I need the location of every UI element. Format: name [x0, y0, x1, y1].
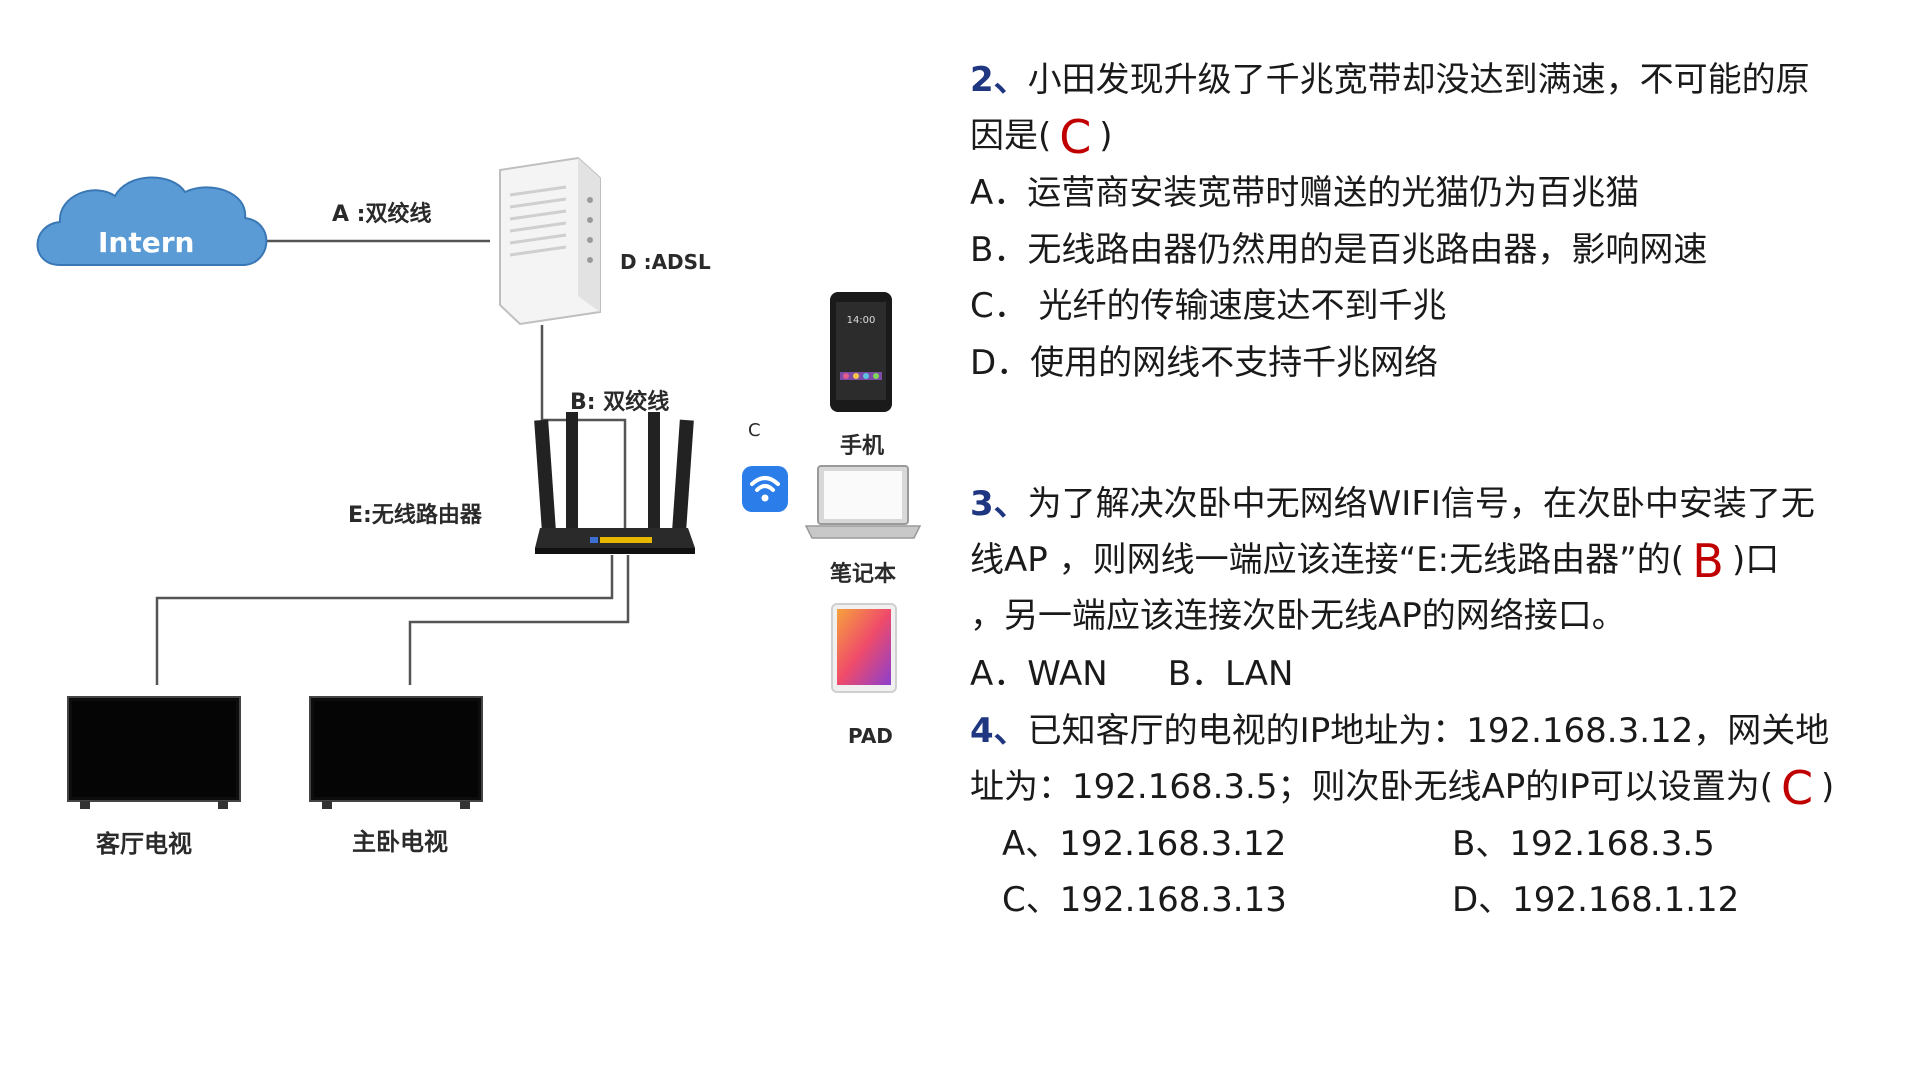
link-a-label: A :双绞线 [332, 202, 432, 227]
q2-text: 小田发现升级了千兆宽带却没达到满速，不可能的原 [1027, 60, 1810, 100]
connection-lines [155, 239, 630, 685]
q4-prompt: 址为：192.168.3.5；则次卧无线AP的IP可以设置为( [970, 767, 1774, 807]
q4-options-row2: C、192.168.3.13 D、192.168.1.12 [1002, 872, 1739, 928]
q3-options: A．WAN B．LAN [970, 646, 1293, 702]
q2-close-paren: ) [1099, 116, 1113, 156]
diagram-graphics: 14:00 [36, 156, 922, 809]
q3-close-paren: )口 [1732, 540, 1780, 580]
q4-line1: 4、已知客厅的电视的IP地址为：192.168.3.12，网关地 [970, 703, 1829, 759]
link-b-line [540, 325, 627, 530]
q4-number: 4、 [970, 711, 1028, 751]
q4-option-d: D、192.168.1.12 [1452, 880, 1740, 920]
q4-option-b: B、192.168.3.5 [1452, 824, 1715, 864]
q2-prompt: 因是( [970, 116, 1052, 156]
tv2-label: 主卧电视 [352, 828, 448, 856]
q3-answer: B [1692, 534, 1724, 588]
laptop-label: 笔记本 [830, 562, 897, 587]
q4-close-paren: ) [1821, 767, 1835, 807]
q3-prompt: 线AP ，则网线一端应该连接“E:无线路由器”的( [970, 540, 1684, 580]
wireless-router-icon [534, 412, 695, 554]
q4-line2: 址为：192.168.3.5；则次卧无线AP的IP可以设置为(C) [970, 759, 1834, 816]
q4-answer: C [1780, 761, 1814, 815]
router-label: E:无线路由器 [348, 503, 482, 528]
q2-line2: 因是(C) [970, 108, 1113, 165]
pad-label: PAD [848, 724, 893, 748]
phone-screen-time: 14:00 [847, 315, 876, 326]
q4-option-c: C、192.168.3.13 [1002, 880, 1287, 920]
link-b-label: B: 双绞线 [570, 390, 670, 415]
q3-option-b: B．LAN [1167, 654, 1294, 694]
q3-option-a: A．WAN [970, 654, 1108, 694]
wifi-label: C [748, 420, 761, 441]
tv2-cable [408, 555, 630, 685]
q3-line1: 3、为了解决次卧中无网络WIFI信号，在次卧中安装了无 [970, 476, 1815, 532]
q2-option-b: B．无线路由器仍然用的是百兆路由器，影响网速 [970, 230, 1708, 270]
q4-text: 已知客厅的电视的IP地址为：192.168.3.12，网关地 [1027, 711, 1830, 751]
q3-text: 为了解决次卧中无网络WIFI信号，在次卧中安装了无 [1027, 484, 1815, 524]
tv-living-room-icon [67, 696, 241, 809]
q3-number: 3、 [970, 484, 1028, 524]
tablet-icon [831, 603, 897, 693]
q3-line3: ，另一端应该连接次卧无线AP的网络接口。 [970, 596, 1626, 636]
q4-option-a: A、192.168.3.12 [1002, 824, 1287, 864]
laptop-icon [804, 465, 922, 539]
wifi-icon [742, 466, 788, 512]
tv-master-bedroom-icon [309, 696, 483, 809]
network-diagram: 14:00 Intern A [0, 0, 960, 1080]
q2-answer: C [1059, 110, 1092, 164]
phone-icon [830, 292, 892, 412]
q2-option-d: D．使用的网线不支持千兆网络 [970, 343, 1439, 383]
tv1-label: 客厅电视 [96, 830, 192, 858]
q4-options-row1: A、192.168.3.12 B、192.168.3.5 [1002, 816, 1715, 872]
q2-option-a: A．运营商安装宽带时赠送的光猫仍为百兆猫 [970, 173, 1640, 213]
adsl-modem-icon [499, 156, 601, 326]
q2-number: 2、 [970, 60, 1028, 100]
modem-label: D :ADSL [620, 250, 711, 274]
internet-cloud-icon [36, 176, 268, 266]
q2-line1: 2、小田发现升级了千兆宽带却没达到满速，不可能的原 [970, 52, 1810, 108]
q3-line2: 线AP ，则网线一端应该连接“E:无线路由器”的(B)口 [970, 532, 1779, 589]
phone-label: 手机 [840, 434, 885, 459]
q2-option-c: C． 光纤的传输速度达不到千兆 [970, 286, 1447, 326]
cloud-label: Intern [98, 226, 195, 259]
tv1-cable [155, 555, 614, 685]
